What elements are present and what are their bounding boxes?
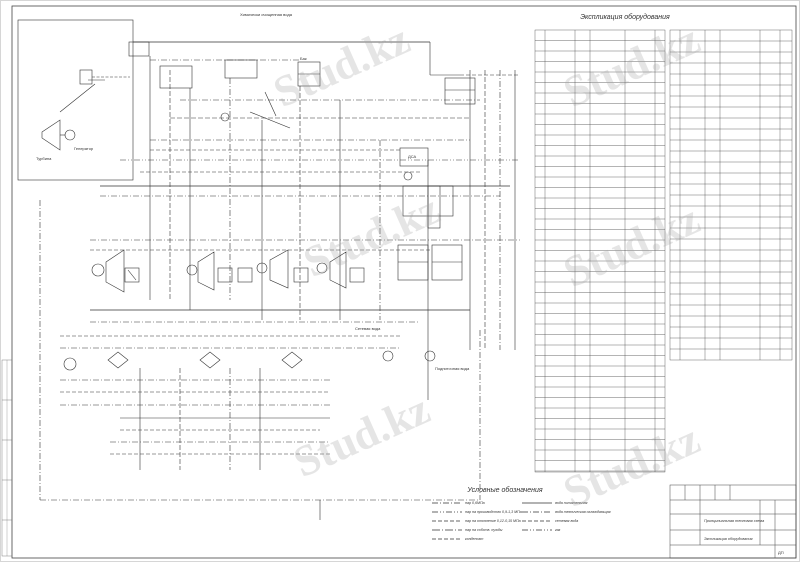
legend-label: газ: [555, 528, 561, 532]
box-gp: [128, 41, 150, 57]
legend-label: вода техническая охлаждающая: [555, 510, 611, 514]
turbine-group-1: [91, 249, 140, 293]
thermal-scheme: [17, 19, 520, 520]
legend-label: вода питательная: [555, 501, 587, 505]
spec-table-right: [669, 29, 793, 361]
svg-text:Турбина: Турбина: [36, 156, 52, 161]
deaerator-box: [399, 147, 429, 167]
lower-exchangers: [60, 351, 330, 470]
legend: Условные обозначения пар 0,6МПа пар на пр…: [432, 486, 611, 541]
svg-text:Химически очищенная вода: Химически очищенная вода: [240, 12, 293, 17]
stamp-code: ДП: [778, 550, 784, 555]
legend-label: пар на собств. нужды: [465, 528, 503, 532]
svg-text:ДСА: ДСА: [408, 154, 417, 159]
box-deaerator-top: [224, 59, 258, 79]
title-block: [669, 484, 797, 559]
box-heater-1: [159, 65, 193, 89]
legend-label: сетевая вода: [555, 519, 578, 523]
svg-text:Бак: Бак: [300, 56, 307, 61]
inner-frame: [11, 5, 797, 559]
gas-turbine-box: [17, 19, 134, 181]
stamp-line-1: Принципиальная тепловая схема: [704, 519, 764, 523]
spec-title: Экспликация оборудования: [580, 13, 670, 21]
turbine-group-4: [316, 251, 365, 289]
legend-label: пар на отопление 0,12-0,15 МПа: [465, 519, 521, 523]
spec-area: Экспликация оборудования: [534, 13, 793, 473]
tank-left: [397, 244, 429, 281]
legend-title: Условные обозначения: [466, 486, 543, 494]
gas-turbine-icon: [41, 119, 61, 151]
svg-text:Подпиточная вода: Подпиточная вода: [435, 366, 470, 371]
svg-text:Сетевая вода: Сетевая вода: [355, 326, 381, 331]
spec-table-left: [534, 29, 666, 473]
boiler-box: [444, 77, 476, 105]
turbine-group-3: [256, 249, 309, 289]
stamp-line-2: Экспликация оборудования: [704, 537, 753, 541]
legend-label: пар на производство 0,9-1,3 МПа: [465, 510, 522, 514]
svg-text:Генератор: Генератор: [74, 146, 94, 151]
tank-right: [431, 244, 463, 281]
legend-label: пар 0,6МПа: [465, 501, 485, 505]
turbine-group-2: [186, 251, 253, 291]
scheme-labels: Сетевая вода Подпиточная вода Генератор …: [36, 12, 470, 371]
legend-label: конденсат: [465, 537, 483, 541]
